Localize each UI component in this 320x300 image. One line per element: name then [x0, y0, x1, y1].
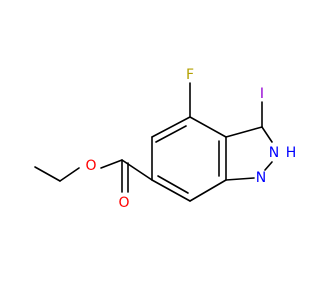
bond-c4-c5-inner: [155, 125, 187, 143]
bond-c4-c5: [151, 116, 191, 138]
bond-ch2-ch3: [34, 166, 61, 182]
bond-ccarb-o-ether: [100, 159, 123, 169]
bond-c3-n2: [261, 126, 273, 143]
atom-nitrogen-nh: N: [269, 145, 279, 161]
atom-nitrogen: N: [256, 170, 266, 186]
structure-canvas: F I N H N O O: [34, 67, 296, 211]
bonds: [34, 82, 273, 202]
bond-c7-c7a: [189, 179, 227, 202]
atom-oxygen-carbonyl: O: [118, 195, 129, 211]
bond-c3a-c4: [189, 116, 227, 138]
atom-hydrogen: H: [286, 145, 297, 161]
atom-fluorine: F: [186, 67, 194, 83]
bond-c3a-c3: [225, 126, 263, 138]
bond-c6-c7-inner: [157, 175, 189, 194]
bond-n2-n1: [264, 161, 273, 171]
bond-n1-c7a: [225, 177, 255, 181]
atom-oxygen-ether: O: [85, 158, 96, 174]
bond-c6-c7: [151, 179, 191, 202]
bond-c6-ccarb: [121, 159, 153, 181]
atom-labels: F I N H N O O: [85, 67, 296, 211]
bond-o-ch2: [59, 167, 80, 182]
molecule-structure: F I N H N O O: [34, 67, 296, 211]
atom-iodine: I: [260, 86, 264, 102]
